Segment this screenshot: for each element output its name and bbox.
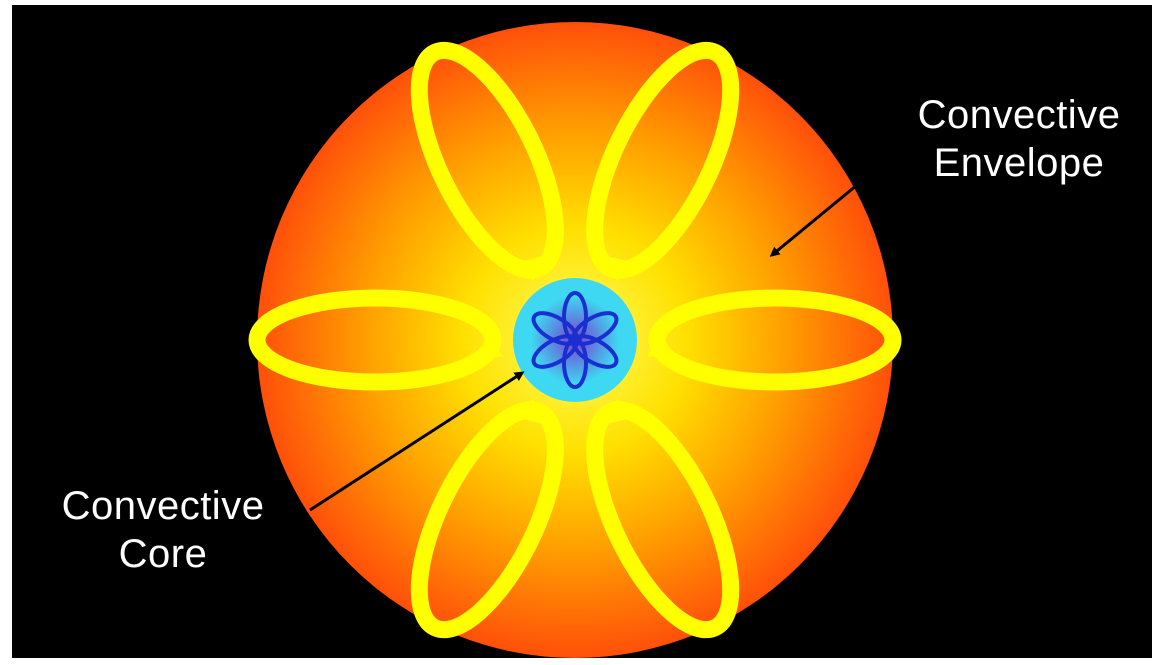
convection-loop-icon: [586, 401, 740, 639]
convection-loop-icon: [648, 289, 902, 391]
convective-envelope-label: Convective Envelope: [894, 91, 1144, 187]
convection-loop-icon: [248, 289, 502, 391]
core-pointer-arrow: [309, 371, 525, 512]
star-diagram: [248, 22, 902, 658]
envelope-label-line1: Convective: [917, 93, 1121, 137]
core-label-line1: Convective: [61, 484, 265, 528]
convection-loop-icon: [586, 41, 740, 279]
convective-core-label: Convective Core: [30, 482, 296, 578]
core-convection-loops: [531, 291, 619, 389]
convection-loop-icon: [410, 401, 564, 639]
pointer-arrows: [309, 183, 858, 512]
core-label-line2: Core: [118, 532, 208, 576]
convection-loop-icon: [410, 41, 564, 279]
envelope-label-line2: Envelope: [933, 141, 1105, 185]
diagram-panel: Convective Envelope Convective Core: [12, 5, 1152, 658]
envelope-convection-loops: [248, 41, 902, 639]
envelope-pointer-arrow: [769, 183, 858, 257]
